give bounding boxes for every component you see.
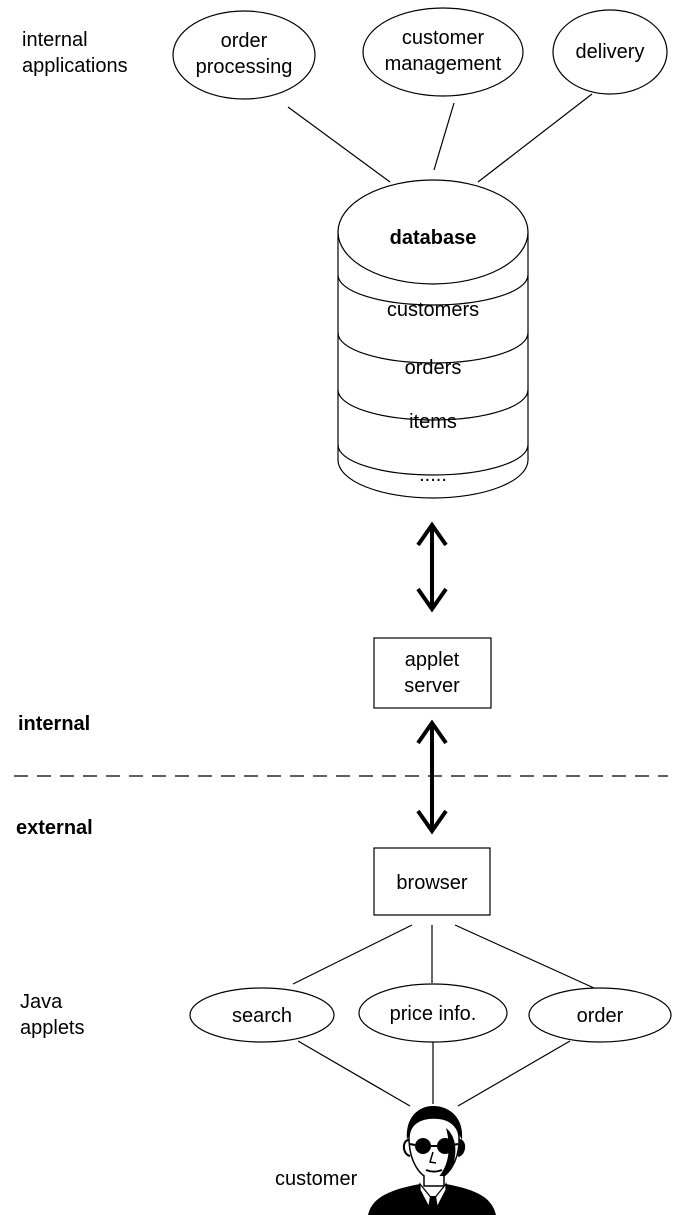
browser-label: browser xyxy=(396,872,467,894)
database-title: database xyxy=(390,227,477,249)
applet-server-label-2: server xyxy=(404,675,460,697)
external-zone-label: external xyxy=(16,817,93,839)
database-table-customers: customers xyxy=(387,299,479,321)
order-processing-node xyxy=(172,10,316,100)
connector-order-customer xyxy=(457,1040,571,1107)
internal-zone-label: internal xyxy=(18,713,90,735)
search-applet-node xyxy=(189,987,335,1043)
connector-order-processing-database xyxy=(287,106,391,183)
connector-browser-order xyxy=(454,924,595,989)
delivery-node xyxy=(552,9,668,95)
customer-management-node xyxy=(362,7,524,97)
database-cylinder xyxy=(337,179,529,499)
customer-person-icon xyxy=(368,1106,496,1215)
database-table-items: items xyxy=(409,411,457,433)
delivery-label: delivery xyxy=(576,41,645,63)
arrow-applet-server-browser xyxy=(416,719,448,835)
order-processing-label-2: processing xyxy=(196,56,293,78)
order-applet-node xyxy=(528,987,672,1043)
customer-management-label-2: management xyxy=(385,53,502,75)
price-info-applet-label: price info. xyxy=(390,1003,477,1025)
connector-customer-management-database xyxy=(433,102,455,171)
customer-label: customer xyxy=(275,1168,358,1190)
arrow-database-applet-server xyxy=(416,521,448,613)
browser-box xyxy=(373,847,491,916)
java-applets-label: Java xyxy=(20,991,63,1013)
internal-applications-label-2: applications xyxy=(22,55,128,77)
internal-applications-label: internal xyxy=(22,29,88,51)
order-processing-label: order xyxy=(221,30,268,52)
database-table-orders: orders xyxy=(405,357,462,379)
connector-search-customer xyxy=(297,1040,411,1107)
applet-server-label: applet xyxy=(405,649,460,671)
customer-management-label: customer xyxy=(402,27,485,49)
database-table-more: ..... xyxy=(419,464,447,486)
order-applet-label: order xyxy=(577,1005,624,1027)
search-applet-label: search xyxy=(232,1005,292,1027)
connector-delivery-database xyxy=(477,93,593,183)
connector-browser-search xyxy=(292,924,413,985)
applet-server-box xyxy=(373,637,492,709)
java-applets-label-2: applets xyxy=(20,1017,85,1039)
